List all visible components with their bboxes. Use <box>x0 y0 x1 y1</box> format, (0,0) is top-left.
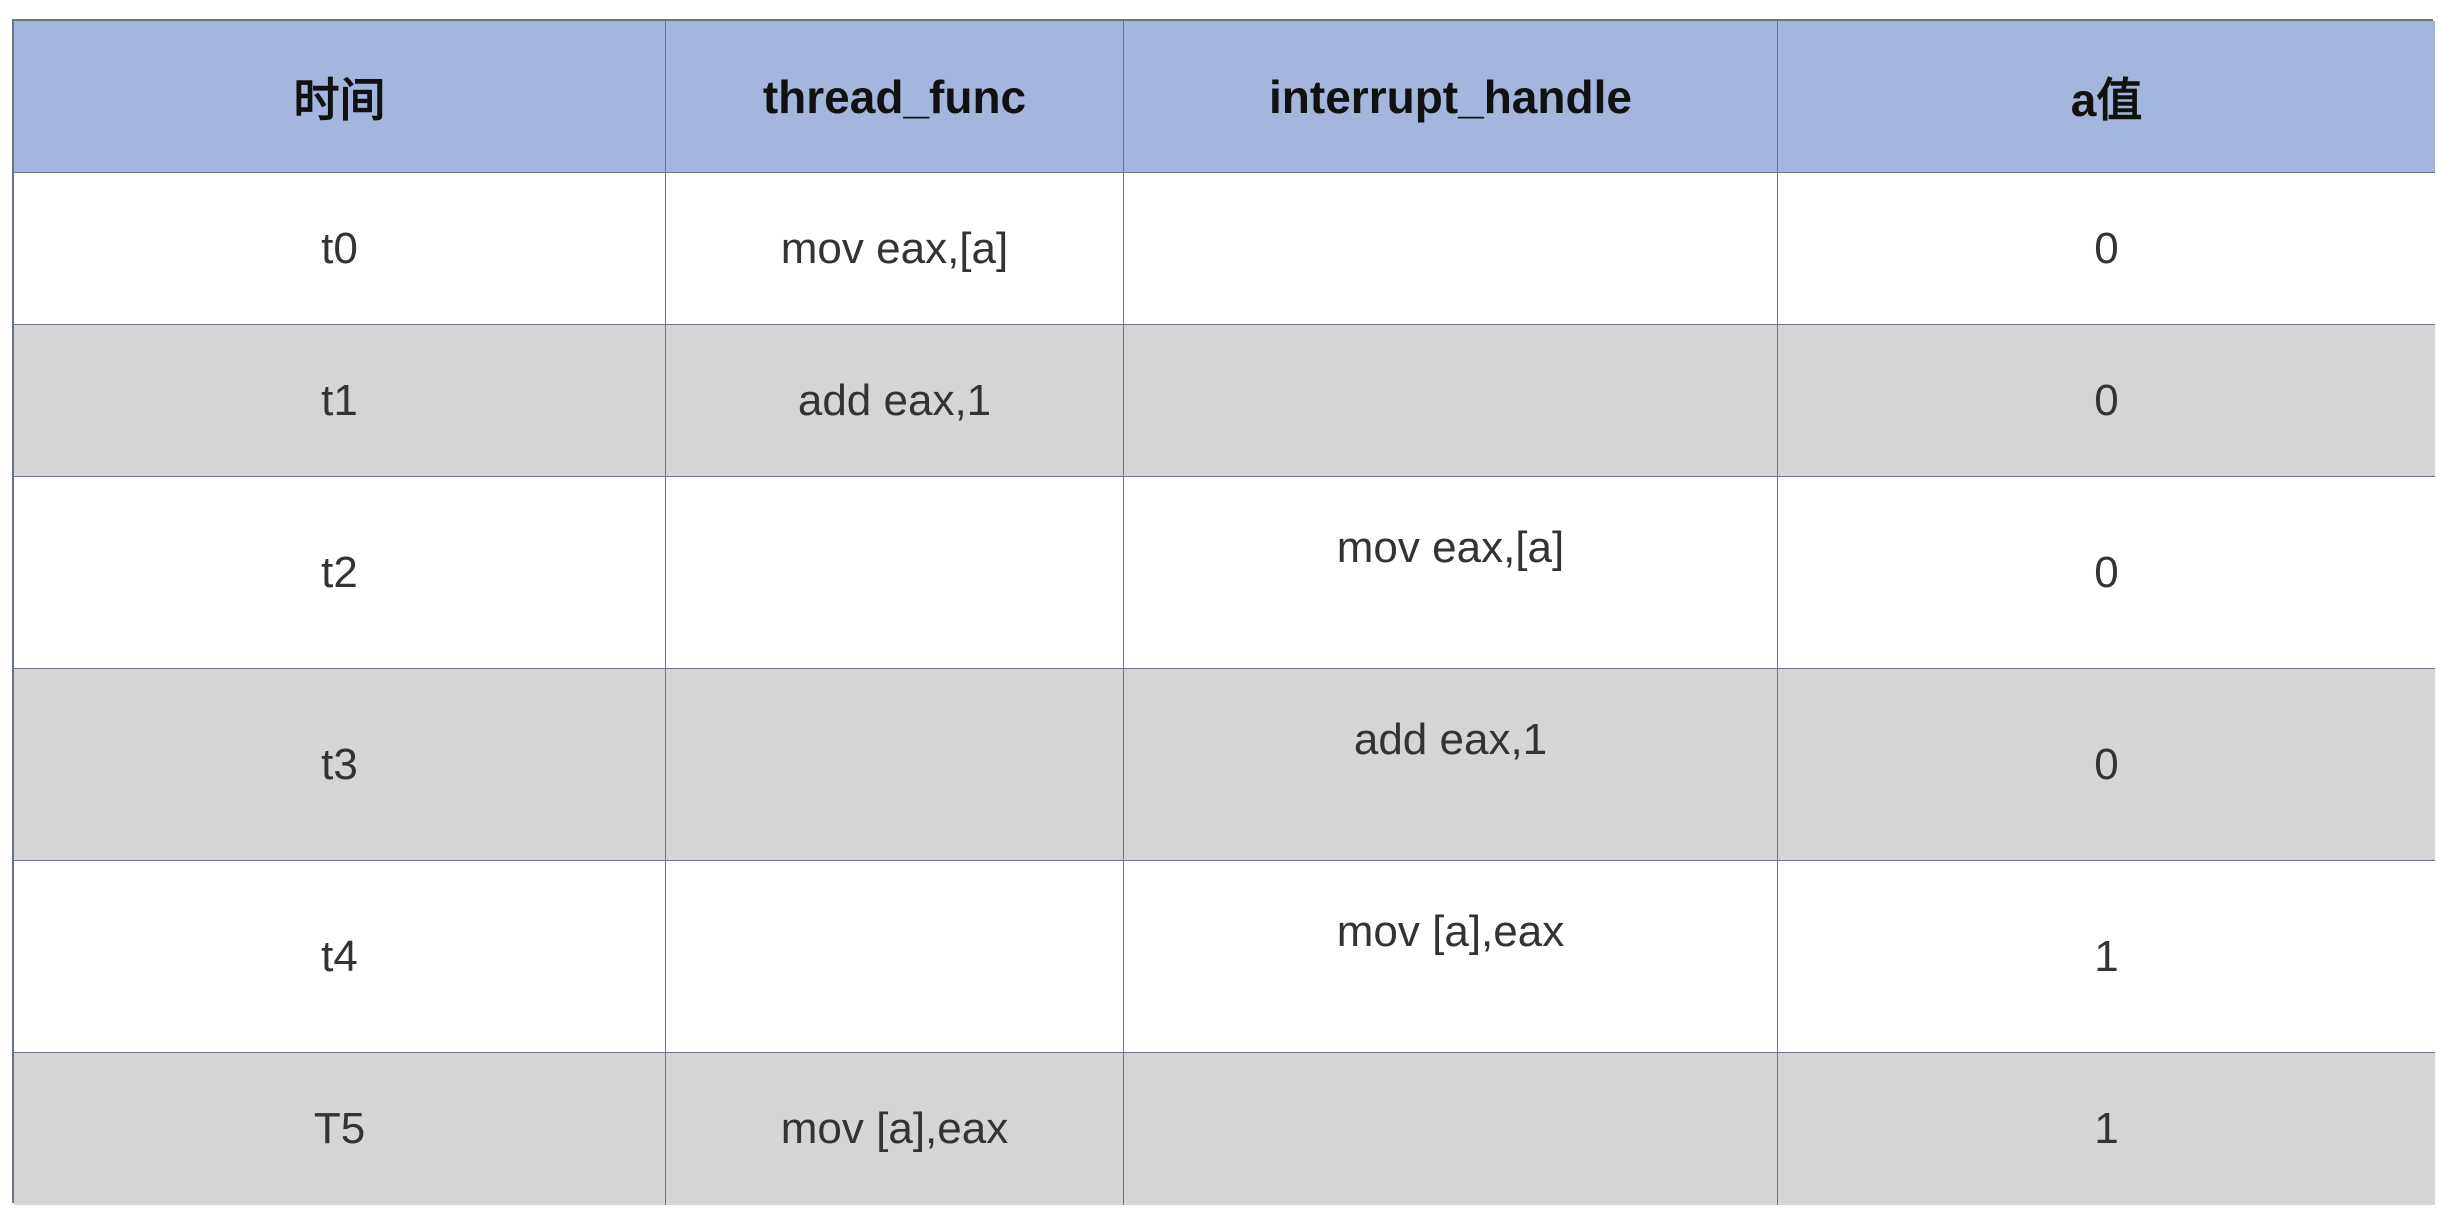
cell-thread-func: add eax,1 <box>666 325 1124 477</box>
header-time: 时间 <box>14 21 666 173</box>
cell-interrupt-handle <box>1124 1053 1778 1205</box>
header-thread-func: thread_func <box>666 21 1124 173</box>
cell-time: t2 <box>14 477 666 669</box>
execution-timeline-table: 时间 thread_func interrupt_handle a值 t0 mo… <box>12 19 2435 1205</box>
cell-interrupt-handle: mov [a],eax <box>1124 861 1778 1053</box>
cell-thread-func <box>666 861 1124 1053</box>
cell-interrupt-handle-text: mov [a],eax <box>1336 907 1565 956</box>
cell-interrupt-handle <box>1124 173 1778 325</box>
cell-a-value: 0 <box>1778 173 2435 325</box>
header-a-value: a值 <box>1778 21 2435 173</box>
cell-time: t4 <box>14 861 666 1053</box>
cell-time: T5 <box>14 1053 666 1205</box>
cell-interrupt-handle-text: add eax,1 <box>1353 715 1548 764</box>
cell-a-value: 0 <box>1778 669 2435 861</box>
cell-thread-func: mov [a],eax <box>666 1053 1124 1205</box>
cell-interrupt-handle: mov eax,[a] <box>1124 477 1778 669</box>
cell-thread-func: mov eax,[a] <box>666 173 1124 325</box>
cell-interrupt-handle <box>1124 325 1778 477</box>
cell-interrupt-handle: add eax,1 <box>1124 669 1778 861</box>
cell-time: t1 <box>14 325 666 477</box>
cell-thread-func <box>666 669 1124 861</box>
header-interrupt-handle: interrupt_handle <box>1124 21 1778 173</box>
cell-thread-func <box>666 477 1124 669</box>
cell-a-value: 1 <box>1778 1053 2435 1205</box>
cell-time: t0 <box>14 173 666 325</box>
cell-a-value: 0 <box>1778 477 2435 669</box>
cell-a-value: 1 <box>1778 861 2435 1053</box>
cell-interrupt-handle-text: mov eax,[a] <box>1336 523 1565 572</box>
cell-time: t3 <box>14 669 666 861</box>
cell-a-value: 0 <box>1778 325 2435 477</box>
